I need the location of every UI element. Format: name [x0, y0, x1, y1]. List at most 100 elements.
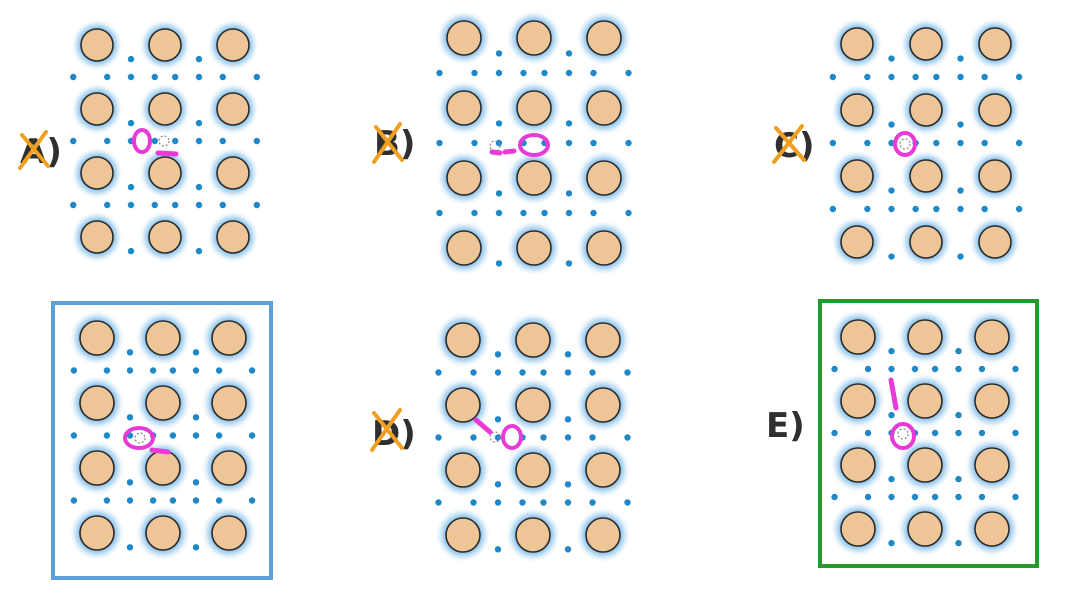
host-atom — [515, 322, 551, 358]
hop-trace — [888, 377, 899, 411]
interstitial-site — [126, 414, 134, 421]
interstitial-site — [127, 73, 135, 81]
panel-a-lattice — [70, 18, 260, 264]
hop-trace — [149, 447, 171, 455]
interstitial-site — [589, 369, 596, 376]
interstitial-site — [127, 55, 135, 63]
interstitial-site — [933, 73, 940, 81]
host-atom — [80, 220, 114, 254]
interstitial-site — [981, 73, 988, 81]
interstitial-site — [104, 201, 111, 209]
interstitial-site — [1012, 429, 1019, 437]
host-atom — [516, 90, 552, 126]
interstitial-site — [471, 139, 478, 147]
interstitial-site — [126, 497, 134, 504]
interstitial-site — [253, 137, 260, 145]
interstitial-site — [931, 429, 939, 437]
interstitial-site — [519, 369, 526, 376]
interstitial-site — [888, 55, 895, 62]
interstitial-site — [248, 367, 256, 374]
interstitial-site — [540, 369, 547, 376]
interstitial-site — [470, 434, 477, 441]
interstitial-site — [590, 69, 597, 77]
hop-trace — [155, 150, 179, 157]
host-atom — [148, 220, 182, 254]
interstitial-site — [978, 365, 986, 373]
vacancy-marker — [489, 431, 501, 443]
interstitial-site — [624, 434, 631, 441]
interstitial-site — [564, 369, 572, 376]
interstitial-site — [589, 499, 596, 506]
interstitial-site — [151, 73, 158, 81]
interstitial-site — [888, 73, 895, 81]
interstitial-site — [435, 369, 442, 376]
interstitial-site — [192, 544, 200, 551]
interstitial-site — [829, 139, 837, 147]
interstitial-site — [248, 497, 256, 504]
host-atom — [909, 225, 943, 259]
host-atom — [586, 160, 622, 196]
interstitial-site — [151, 201, 158, 209]
interstitial-site — [1015, 139, 1023, 147]
interstitial-site — [590, 139, 597, 147]
interstitial-site — [127, 247, 135, 255]
host-atom — [585, 517, 621, 553]
host-atom — [840, 27, 874, 61]
interstitial-site — [471, 209, 478, 217]
vacancy-marker — [899, 138, 911, 150]
interstitial-site — [564, 434, 572, 441]
interstitial-site — [565, 120, 573, 127]
interstitial-site — [540, 434, 547, 441]
host-atom — [978, 225, 1012, 259]
defect-ring — [123, 426, 155, 450]
interstitial-site — [933, 139, 940, 147]
host-atom — [978, 27, 1012, 61]
interstitial-site — [436, 139, 443, 147]
interstitial-site — [541, 69, 548, 77]
interstitial-site — [955, 429, 962, 437]
interstitial-site — [520, 209, 527, 217]
host-atom — [978, 159, 1012, 193]
interstitial-site — [195, 55, 203, 63]
vacancy-marker — [897, 428, 909, 440]
interstitial-site — [957, 121, 964, 128]
interstitial-site — [435, 434, 442, 441]
interstitial-site — [70, 432, 78, 439]
interstitial-site — [955, 539, 962, 547]
host-atom — [79, 450, 115, 486]
interstitial-site — [192, 497, 200, 504]
panel-d-selection-frame-blue — [51, 301, 273, 580]
host-atom — [148, 92, 182, 126]
host-atom — [840, 159, 874, 193]
host-atom — [145, 385, 181, 421]
panel-f-lattice — [829, 308, 1021, 558]
interstitial-site — [957, 55, 964, 62]
interstitial-site — [625, 209, 632, 217]
interstitial-site — [248, 432, 256, 439]
host-atom — [840, 447, 876, 483]
interstitial-site — [565, 190, 573, 197]
interstitial-site — [172, 137, 179, 145]
panel-b-cross-mark — [372, 122, 404, 164]
interstitial-site — [435, 499, 442, 506]
interstitial-site — [565, 69, 573, 77]
host-atom — [216, 28, 250, 62]
interstitial-site — [195, 183, 203, 191]
interstitial-site — [495, 50, 503, 57]
interstitial-site — [565, 209, 573, 217]
interstitial-site — [624, 369, 631, 376]
host-atom — [79, 515, 115, 551]
host-atom — [145, 515, 181, 551]
interstitial-site — [831, 429, 838, 437]
interstitial-site — [1015, 73, 1023, 81]
interstitial-site — [192, 479, 200, 486]
host-atom — [445, 387, 481, 423]
host-atom — [907, 447, 943, 483]
interstitial-site — [169, 497, 177, 504]
interstitial-site — [955, 493, 962, 501]
interstitial-site — [495, 120, 503, 127]
interstitial-site — [215, 497, 223, 504]
interstitial-site — [933, 205, 940, 213]
interstitial-site — [436, 69, 443, 77]
interstitial-site — [192, 349, 200, 356]
